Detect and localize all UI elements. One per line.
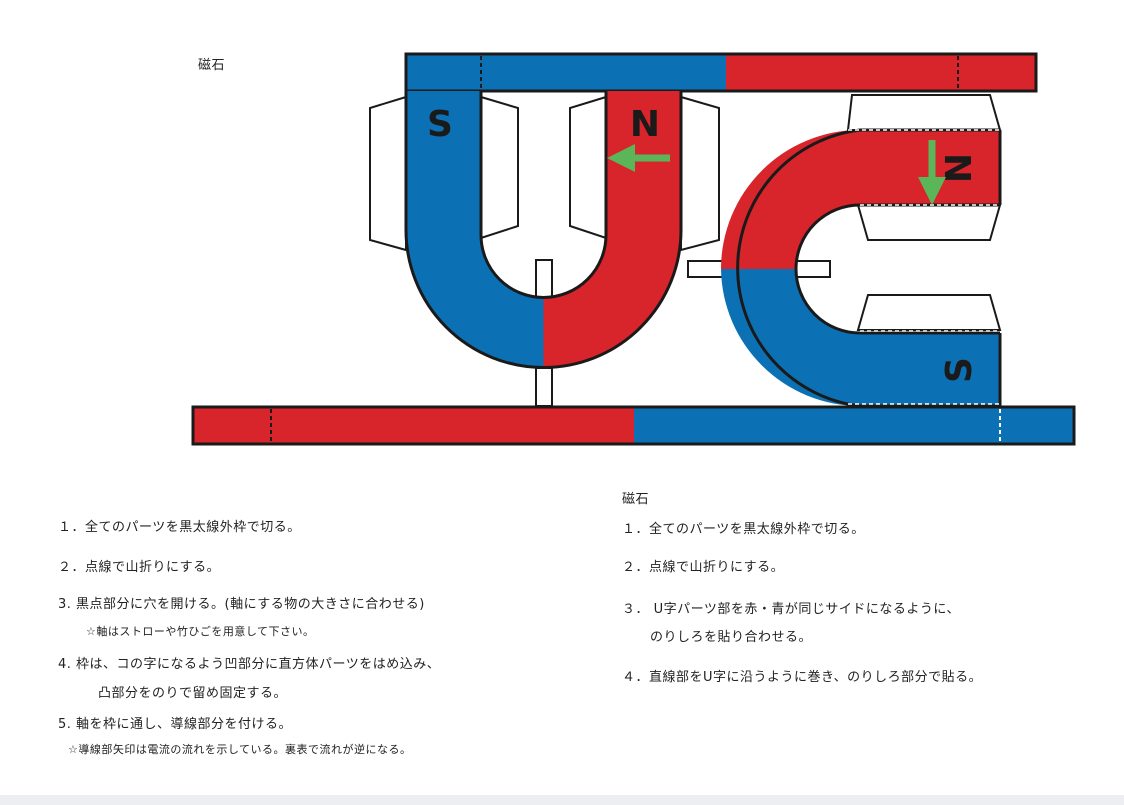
footer-bar	[0, 795, 1124, 805]
left-step-5: 5. 軸を枠に通し、導線部分を付ける。	[58, 717, 293, 732]
left-step-4-continued: 凸部分をのりで留め固定する。	[98, 686, 288, 701]
top-label: 磁石	[198, 58, 226, 73]
pole-label-s-right: S	[939, 357, 980, 383]
right-step-2: ２．点線で山折りにする。	[622, 560, 785, 575]
pole-label-n-left: N	[630, 104, 660, 145]
left-step-4: 4. 枠は、コの字になるよう凹部分に直方体パーツをはめ込み、	[58, 657, 441, 672]
right-step-3: ３． U字パーツ部を赤・青が同じサイドになるように、	[622, 602, 960, 617]
bottom-strip	[191, 405, 1076, 446]
left-step-2: ２．点線で山折りにする。	[58, 560, 221, 575]
left-step-3: 3. 黒点部分に穴を開ける。(軸にする物の大きさに合わせる)	[58, 597, 425, 612]
c-magnet-right: N S	[687, 94, 1002, 408]
pole-label-n-right: N	[939, 153, 980, 183]
left-note-wire: ☆導線部矢印は電流の流れを示している。裏表で流れが逆になる。	[68, 743, 412, 756]
magnet-papercraft-diagram: S N N S	[191, 52, 1076, 446]
right-step-3-continued: のりしろを貼り合わせる。	[650, 630, 813, 645]
right-step-1: １．全てのパーツを黒太線外枠で切る。	[622, 522, 865, 537]
u-magnet-left: S N	[369, 91, 720, 407]
top-strip	[404, 52, 1038, 93]
pole-label-s-left: S	[427, 104, 453, 145]
left-note-axle: ☆軸はストローや竹ひごを用意して下さい。	[86, 625, 315, 638]
right-title: 磁石	[622, 492, 650, 507]
right-step-4: ４．直線部をU字に沿うように巻き、のりしろ部分で貼る。	[622, 670, 983, 685]
left-step-1: １．全てのパーツを黒太線外枠で切る。	[58, 520, 301, 535]
